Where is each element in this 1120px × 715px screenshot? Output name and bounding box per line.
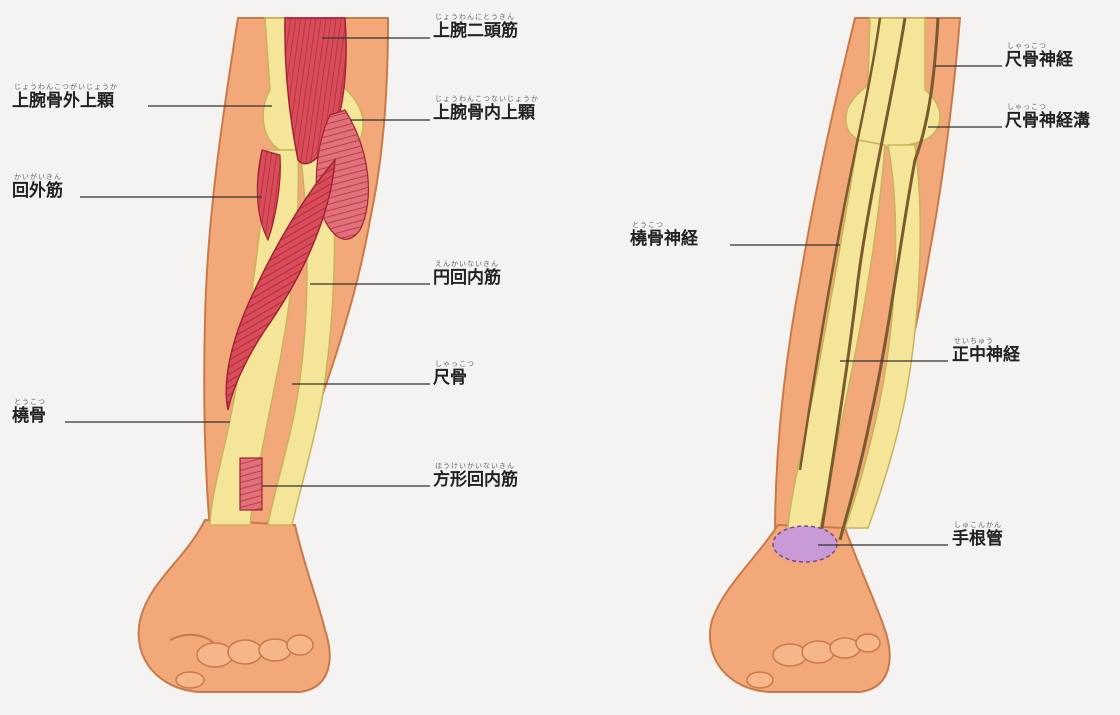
- label-ulna: しゃっこつ 尺骨: [433, 361, 475, 387]
- label-ulnar-groove: しゃっこつ 尺骨神経溝: [1005, 104, 1090, 130]
- label-radius: とうこつ 橈骨: [12, 399, 46, 425]
- left-pronator-quadratus: [240, 458, 262, 510]
- label-biceps: じょうわんにとうきん 上腕二頭筋: [433, 14, 518, 40]
- label-radial-nerve: とうこつ 橈骨神経: [630, 222, 698, 248]
- left-arm: [139, 18, 388, 692]
- label-pronator-quadratus: ほうけいかいないきん 方形回内筋: [433, 463, 518, 489]
- label-pronator-teres: えんかいないきん 円回内筋: [433, 261, 501, 287]
- left-fist: [139, 520, 330, 692]
- label-ulnar-nerve: しゃっこつ 尺骨神経: [1005, 43, 1073, 69]
- right-carpal-tunnel: [773, 526, 837, 562]
- label-medial-epicondyle: じょうわんこつないじょうか 上腕骨内上顆: [433, 96, 539, 122]
- label-median-nerve: せいちゅう 正中神経: [952, 338, 1020, 364]
- label-carpal-tunnel: しゅこんかん 手根管: [952, 522, 1003, 548]
- label-supinator: かいがいきん 回外筋: [12, 174, 63, 200]
- right-arm: [710, 18, 960, 692]
- label-lateral-epicondyle: じょうわんこつがいじょうか 上腕骨外上顆: [12, 84, 118, 110]
